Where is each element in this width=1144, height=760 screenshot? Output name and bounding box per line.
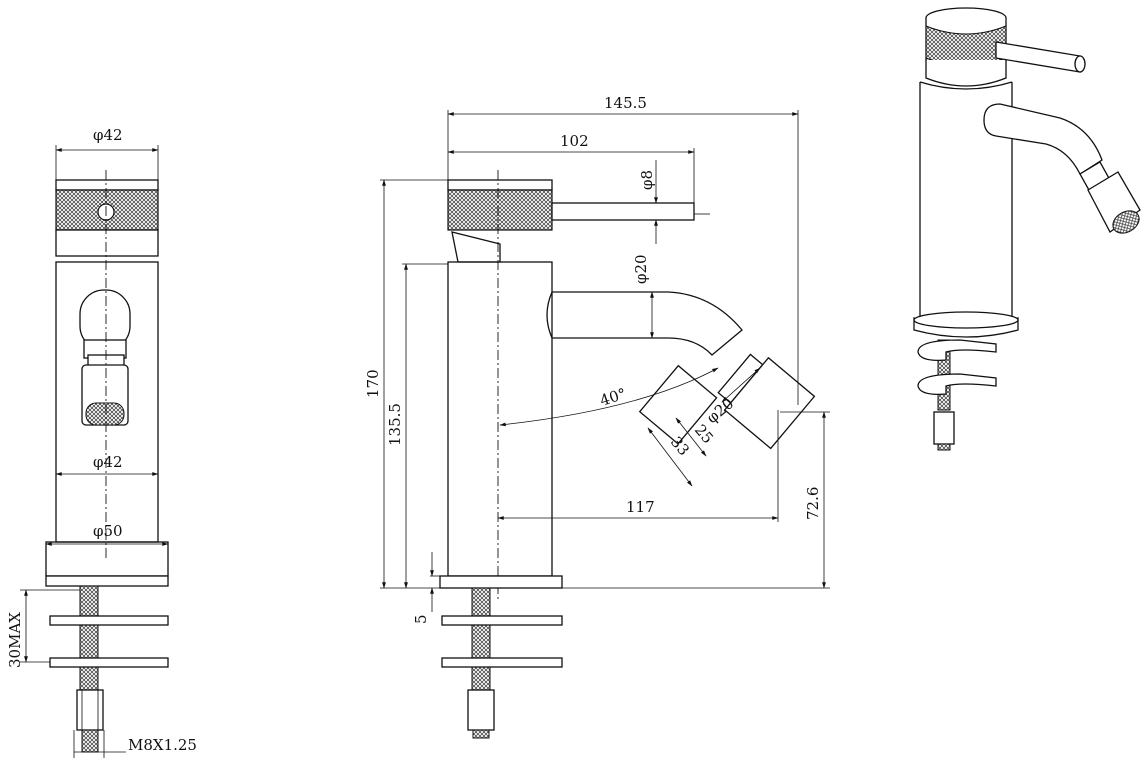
side-dim-spout-diameter: φ20 bbox=[632, 254, 650, 284]
side-dim-lever-diameter: φ8 bbox=[638, 170, 656, 190]
front-dim-thickness-max: 30MAX bbox=[6, 612, 24, 668]
front-spout-icon bbox=[79, 289, 131, 426]
side-dim-lever-length: 102 bbox=[560, 132, 589, 150]
front-dim-mid-diameter: φ42 bbox=[93, 453, 123, 471]
front-base-plate bbox=[45, 541, 169, 577]
tap-isometric-icon bbox=[913, 7, 1141, 451]
front-dim-base-diameter: φ50 bbox=[93, 522, 123, 540]
side-dim-base-thickness: 5 bbox=[412, 614, 430, 624]
side-dim-angle: 40° bbox=[598, 384, 629, 409]
side-spout bbox=[546, 291, 743, 356]
front-handle-cap bbox=[55, 179, 159, 191]
front-threaded-rod bbox=[79, 585, 99, 697]
side-nut bbox=[467, 689, 495, 731]
side-knurled-band bbox=[447, 189, 553, 231]
front-dim-thread: M8X1.25 bbox=[128, 736, 197, 754]
front-nut bbox=[76, 689, 104, 731]
side-lever bbox=[551, 202, 695, 221]
front-dim-top-diameter: φ42 bbox=[93, 126, 123, 144]
side-view: 145.5 102 φ8 φ20 170 135.5 40° 33 25 φ20 bbox=[364, 94, 830, 739]
side-dim-outlet-height: 72.6 bbox=[804, 487, 822, 520]
side-threaded-rod bbox=[471, 587, 491, 699]
side-body bbox=[447, 261, 553, 577]
front-view: φ42 φ42 φ50 30MAX M8X1.25 bbox=[6, 126, 197, 758]
side-base-plate bbox=[439, 575, 563, 589]
side-dim-overall-height: 170 bbox=[364, 369, 382, 398]
side-dim-reach: 117 bbox=[626, 498, 655, 516]
side-handle-cap bbox=[447, 179, 553, 191]
side-dim-spout-height: 135.5 bbox=[386, 403, 404, 446]
side-dim-overall-width: 145.5 bbox=[604, 94, 647, 112]
